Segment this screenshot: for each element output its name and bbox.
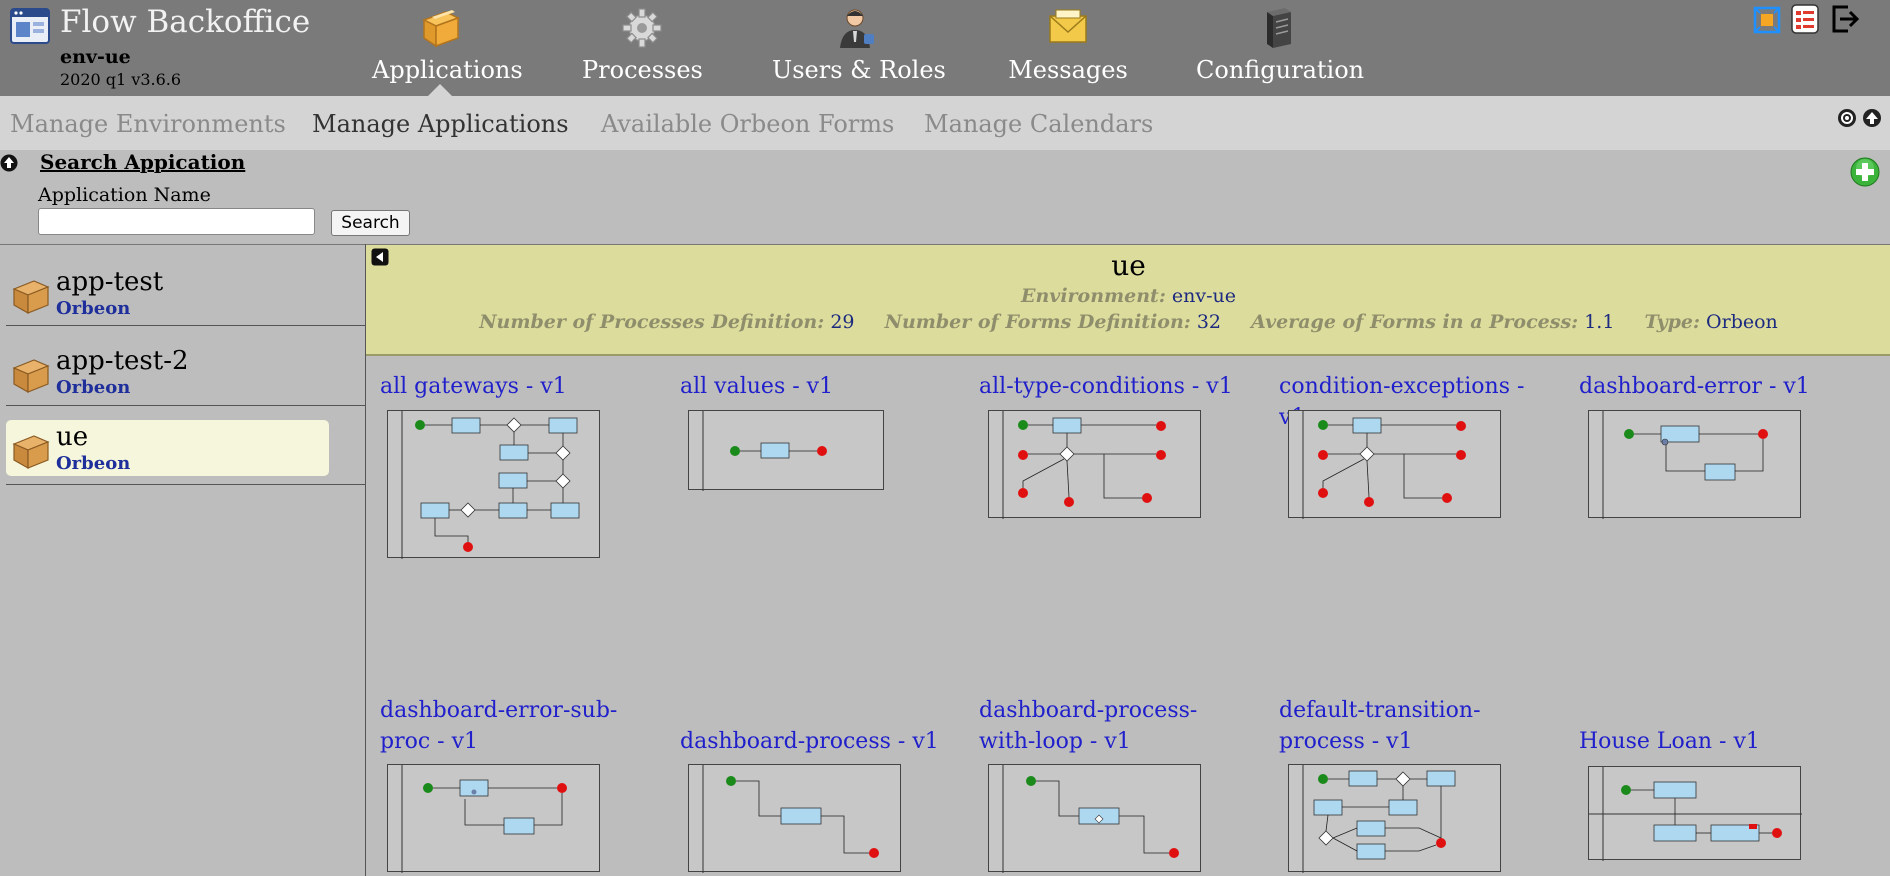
environment-label: Environment:: [1020, 285, 1166, 307]
application-type: Orbeon: [56, 453, 131, 474]
refresh-icon: [1838, 109, 1856, 127]
application-type: Orbeon: [56, 377, 131, 398]
type-label: Type:: [1644, 311, 1700, 333]
add-icon[interactable]: [1850, 157, 1880, 187]
application-name: ue: [56, 422, 89, 452]
nav-messages[interactable]: Messages: [1008, 6, 1128, 96]
process-diagram[interactable]: [988, 764, 1201, 873]
divider: [6, 405, 365, 406]
collapse-left-icon[interactable]: [371, 248, 389, 266]
search-panel: Search Appication Application Name Searc…: [0, 150, 1890, 244]
refresh-collapse-icons[interactable]: [1836, 106, 1886, 130]
collapse-up-icon: [1863, 109, 1881, 127]
process-diagram[interactable]: [1588, 766, 1802, 861]
process-diagram[interactable]: [1288, 410, 1501, 519]
process-card[interactable]: dashboard-process - v1: [680, 726, 950, 757]
package-icon: [422, 10, 460, 48]
process-card[interactable]: all-type-conditions - v1: [979, 371, 1249, 402]
nav-label: Configuration: [1196, 56, 1365, 84]
process-title[interactable]: all values - v1: [680, 374, 834, 399]
package-icon: [12, 280, 50, 315]
type-value: Orbeon: [1706, 311, 1778, 333]
process-title[interactable]: dashboard-process-with-loop - v1: [979, 698, 1198, 754]
environment-value: env-ue: [1171, 285, 1237, 307]
environment-name: env-ue: [60, 46, 131, 68]
list-item[interactable]: app-test-2 Orbeon: [6, 344, 329, 400]
tab-manage-applications[interactable]: Manage Applications: [312, 110, 569, 138]
application-info-card: ue Environment: env-ue Number of Process…: [366, 244, 1890, 356]
process-title[interactable]: all-type-conditions - v1: [979, 374, 1233, 399]
collapse-up-icon[interactable]: [0, 154, 18, 172]
processes-count-value: 29: [830, 311, 855, 333]
application-type: Orbeon: [56, 298, 131, 319]
process-title[interactable]: dashboard-process - v1: [680, 729, 939, 754]
process-diagram[interactable]: [387, 764, 600, 873]
process-card[interactable]: House Loan - v1: [1579, 726, 1849, 757]
divider: [6, 325, 365, 326]
average-forms-value: 1.1: [1584, 311, 1615, 333]
process-card[interactable]: default-transition-process - v1: [1279, 695, 1549, 757]
divider: [6, 484, 365, 485]
process-diagram[interactable]: [688, 764, 901, 873]
application-detail: ue Environment: env-ue Number of Process…: [365, 244, 1890, 876]
process-diagram[interactable]: [1588, 410, 1801, 519]
process-title[interactable]: default-transition-process - v1: [1279, 698, 1481, 754]
nav-configuration[interactable]: Configuration: [1196, 6, 1365, 96]
nav-label: Messages: [1008, 56, 1128, 84]
process-title[interactable]: all gateways - v1: [380, 374, 567, 399]
application-name-input[interactable]: [38, 208, 315, 235]
tab-available-orbeon-forms[interactable]: Available Orbeon Forms: [601, 110, 895, 138]
forms-count-label: Number of Forms Definition:: [884, 311, 1191, 333]
process-card[interactable]: dashboard-error-sub-proc - v1: [380, 695, 650, 757]
list-item[interactable]: app-test Orbeon: [6, 265, 329, 321]
application-heading: ue: [1111, 249, 1146, 282]
active-caret: [428, 84, 452, 96]
version-label: 2020 q1 v3.6.6: [60, 70, 182, 89]
nav-applications[interactable]: Applications: [372, 6, 523, 96]
gear-icon: [622, 8, 662, 48]
list-item[interactable]: ue Orbeon: [6, 420, 329, 476]
application-name: app-test: [56, 267, 164, 297]
tab-manage-environments[interactable]: Manage Environments: [10, 110, 286, 138]
process-diagram[interactable]: [988, 410, 1201, 519]
user-icon: [840, 9, 874, 48]
forms-count-value: 32: [1196, 311, 1222, 333]
nav-label: Applications: [372, 56, 523, 84]
environment-line: Environment: env-ue: [366, 285, 1890, 307]
process-card[interactable]: all gateways - v1: [380, 371, 650, 402]
application-list: app-test Orbeon app-test-2 Orbeon ue Orb…: [0, 244, 365, 876]
sub-navigation: Manage Environments Manage Applications …: [0, 96, 1890, 150]
process-card[interactable]: dashboard-error - v1: [1579, 371, 1849, 402]
application-window-icon: [10, 8, 50, 44]
nav-label: Users & Roles: [772, 56, 946, 84]
top-header: Flow Backoffice env-ue 2020 q1 v3.6.6 Ap…: [0, 0, 1890, 96]
nav-users-roles[interactable]: Users & Roles: [772, 6, 946, 96]
search-button[interactable]: Search: [331, 210, 410, 236]
logout-icon[interactable]: [1830, 3, 1860, 35]
server-icon: [1267, 8, 1291, 48]
app-title: Flow Backoffice: [60, 4, 311, 40]
stats-line: Number of Processes Definition: 29 Numbe…: [366, 311, 1890, 333]
process-diagram[interactable]: [1288, 764, 1501, 873]
envelope-icon: [1049, 9, 1087, 43]
fullscreen-icon[interactable]: [1752, 3, 1782, 35]
list-icon[interactable]: [1790, 3, 1820, 35]
process-card[interactable]: dashboard-process-with-loop - v1: [979, 695, 1249, 757]
process-title[interactable]: dashboard-error - v1: [1579, 374, 1810, 399]
nav-processes[interactable]: Processes: [582, 6, 703, 96]
nav-label: Processes: [582, 56, 703, 84]
package-icon: [12, 435, 50, 470]
package-icon: [12, 359, 50, 394]
average-forms-label: Average of Forms in a Process:: [1251, 311, 1579, 333]
process-title[interactable]: dashboard-error-sub-proc - v1: [380, 698, 618, 754]
process-title[interactable]: House Loan - v1: [1579, 729, 1760, 754]
search-title[interactable]: Search Appication: [40, 150, 246, 174]
process-card[interactable]: all values - v1: [680, 371, 950, 402]
process-diagram[interactable]: [688, 410, 884, 491]
process-diagram[interactable]: [387, 410, 600, 559]
tab-manage-calendars[interactable]: Manage Calendars: [924, 110, 1154, 138]
application-name: app-test-2: [56, 346, 189, 376]
application-name-label: Application Name: [38, 184, 211, 206]
processes-count-label: Number of Processes Definition:: [479, 311, 825, 333]
